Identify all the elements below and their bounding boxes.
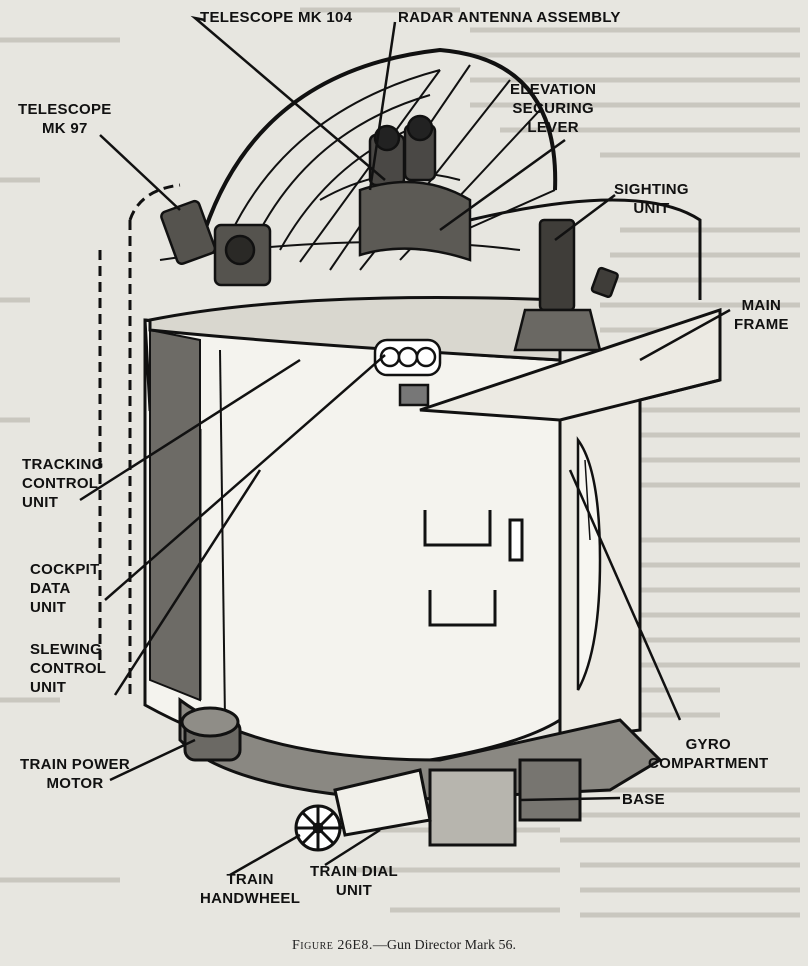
label-cockpit-data-line3: UNIT [30, 599, 67, 616]
figure-number: Figure 26E8. [292, 938, 373, 953]
top-rail [469, 198, 702, 300]
label-radar-antenna: RADAR ANTENNA ASSEMBLY [398, 9, 621, 26]
label-main-frame-line1: MAIN [741, 297, 782, 314]
label-train-power-motor-line2: MOTOR [46, 775, 104, 792]
base-drawing [178, 697, 663, 847]
train-power-motor-drawing [180, 706, 242, 762]
telescope-mk97-drawing [160, 199, 272, 287]
label-gyro-compartment-line2: COMPARTMENT [648, 755, 769, 772]
sighting-unit-drawing [513, 218, 619, 352]
label-slewing-control-line3: UNIT [30, 679, 67, 696]
label-telescope-mk97: TELESCOPE MK 97 [18, 100, 112, 138]
label-elevation-lever-line1: ELEVATION [510, 81, 597, 98]
label-telescope-mk97-line1: TELESCOPE [18, 101, 112, 118]
label-train-power-motor-line1: TRAIN POWER [20, 756, 130, 773]
label-train-handwheel: TRAIN HANDWHEEL [200, 870, 300, 908]
label-telescope-mk97-line2: MK 97 [41, 120, 88, 137]
label-slewing-control: SLEWING CONTROL UNIT [30, 640, 106, 697]
telescope-mk104-drawing [358, 114, 472, 262]
label-cockpit-data: COCKPIT DATA UNIT [30, 560, 100, 617]
train-dial-unit-drawing [333, 768, 432, 837]
label-train-dial-line2: UNIT [335, 882, 373, 899]
label-cockpit-data-line2: DATA [30, 580, 71, 597]
label-sighting-unit-line2: UNIT [633, 200, 670, 217]
label-tracking-control-line3: UNIT [22, 494, 59, 511]
main-frame [419, 307, 722, 742]
label-cockpit-data-line1: COCKPIT [30, 561, 100, 578]
figure-title: —Gun Director Mark 56. [372, 938, 516, 953]
label-train-dial-line1: TRAIN DIAL [310, 863, 398, 880]
label-slewing-control-line1: SLEWING [30, 641, 103, 658]
leader-lines [79, 15, 731, 877]
figure-caption: Figure 26E8.—Gun Director Mark 56. [0, 938, 808, 954]
handrails [98, 183, 181, 700]
label-gyro-compartment: GYRO COMPARTMENT [648, 735, 769, 773]
label-train-dial: TRAIN DIAL UNIT [310, 862, 398, 900]
label-base: BASE [622, 791, 665, 808]
label-elevation-lever-line2: SECURING [512, 100, 594, 117]
label-train-handwheel-line2: HANDWHEEL [200, 890, 301, 907]
gun-director-illustration [0, 7, 800, 918]
label-gyro-compartment-line1: GYRO [685, 736, 731, 753]
label-train-power-motor: TRAIN POWER MOTOR [20, 755, 130, 793]
shaded-side-panel [149, 328, 201, 702]
label-sighting-unit: SIGHTING UNIT [614, 180, 689, 218]
label-elevation-lever: ELEVATION SECURING LEVER [510, 80, 596, 137]
label-sighting-unit-line1: SIGHTING [614, 181, 689, 198]
label-train-handwheel-line1: TRAIN [226, 871, 274, 888]
radar-antenna-dish [203, 47, 558, 271]
label-telescope-mk104: TELESCOPE MK 104 [200, 9, 353, 26]
label-elevation-lever-line3: LEVER [527, 119, 579, 136]
label-main-frame: MAIN FRAME [734, 296, 789, 334]
label-main-frame-line2: FRAME [734, 316, 789, 333]
label-tracking-control: TRACKING CONTROL UNIT [22, 455, 104, 512]
cockpit-data-unit-drawing [373, 338, 442, 407]
door-handles [423, 510, 524, 627]
label-tracking-control-line1: TRACKING [22, 456, 104, 473]
label-slewing-control-line2: CONTROL [30, 660, 107, 677]
label-tracking-control-line2: CONTROL [22, 475, 99, 492]
